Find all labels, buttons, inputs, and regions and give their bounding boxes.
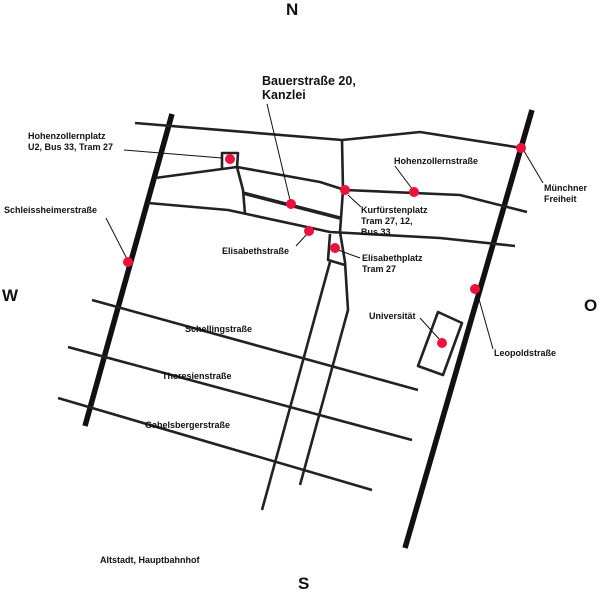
label-hohenzollernplatz: Hohenzollernplatz U2, Bus 33, Tram 27 [28, 131, 113, 153]
elisabethplatz-box [326, 233, 346, 267]
road-schleissheimerstrasse [82, 113, 175, 427]
marker-muenchner-freiheit[interactable] [516, 143, 526, 153]
road-top [134, 121, 523, 150]
label-line: U2, Bus 33, Tram 27 [28, 142, 114, 152]
road-theresienstrasse [67, 345, 413, 442]
label-line: Freiheit [544, 194, 577, 204]
compass-south: S [298, 574, 310, 593]
label-theresienstrasse: Theresienstraße [162, 371, 232, 381]
marker-universitaet[interactable] [437, 338, 447, 348]
marker-kurfuerstenplatz[interactable] [340, 185, 350, 195]
road-connector [235, 166, 247, 215]
label-line: Elisabethplatz [362, 253, 423, 263]
compass-west: W [2, 286, 19, 305]
marker-schleissheimerstrasse[interactable] [123, 257, 133, 267]
road-schellingstrasse [91, 298, 419, 392]
marker-elisabethplatz[interactable] [330, 243, 340, 253]
road-diagonal [260, 261, 332, 511]
label-schellingstrasse: Schellingstraße [185, 324, 253, 334]
marker-elisabethstrasse[interactable] [304, 226, 314, 236]
marker-leopoldstrasse[interactable] [470, 284, 480, 294]
label-line: Tram 27, 12, [361, 216, 413, 226]
label-muenchner-freiheit: Münchner Freiheit [544, 183, 587, 205]
roads [57, 109, 535, 549]
label-line: Kurfürstenplatz [361, 205, 428, 215]
hohenzollernplatz-box [220, 151, 240, 169]
label-line: Hohenzollernplatz [28, 131, 106, 141]
label-line: Bus 33 [361, 227, 391, 237]
markers [123, 143, 526, 348]
label-hohenzollernstrasse: Hohenzollernstraße [394, 156, 479, 166]
marker-kanzlei[interactable] [286, 199, 296, 209]
label-line: Münchner [544, 183, 588, 193]
label-line: Tram 27 [362, 264, 397, 274]
road-leopoldstrasse [402, 109, 535, 549]
marker-hohenzollernstrasse[interactable] [409, 187, 419, 197]
label-elisabethstrasse: Elisabethstraße [222, 246, 290, 256]
label-gabelsbergerstrasse: Gabelsbergerstraße [145, 420, 231, 430]
destination-label: Bauerstraße 20, Kanzlei [262, 74, 356, 102]
label-schleissheimerstrasse: Schleissheimerstraße [4, 205, 98, 215]
label-universitaet: Universität [369, 311, 416, 321]
destination-line2: Kanzlei [262, 88, 306, 102]
leader-lines [105, 103, 544, 350]
road-gabelsbergerstrasse [57, 396, 373, 492]
road-center [298, 139, 350, 486]
road-elisabethstrasse [147, 201, 516, 248]
label-leopoldstrasse: Leopoldstraße [494, 348, 557, 358]
road-hohenzollernstrasse [154, 165, 528, 214]
label-kurfuerstenplatz: Kurfürstenplatz Tram 27, 12, Bus 33 [361, 205, 428, 238]
marker-hohenzollernplatz[interactable] [225, 154, 235, 164]
compass-east: O [584, 296, 598, 315]
destination-line1: Bauerstraße 20, [262, 74, 356, 88]
label-elisabethplatz: Elisabethplatz Tram 27 [362, 253, 423, 275]
compass-north: N [286, 0, 299, 19]
universitaet-block [416, 310, 464, 377]
label-altstadt: Altstadt, Hauptbahnhof [100, 555, 200, 565]
